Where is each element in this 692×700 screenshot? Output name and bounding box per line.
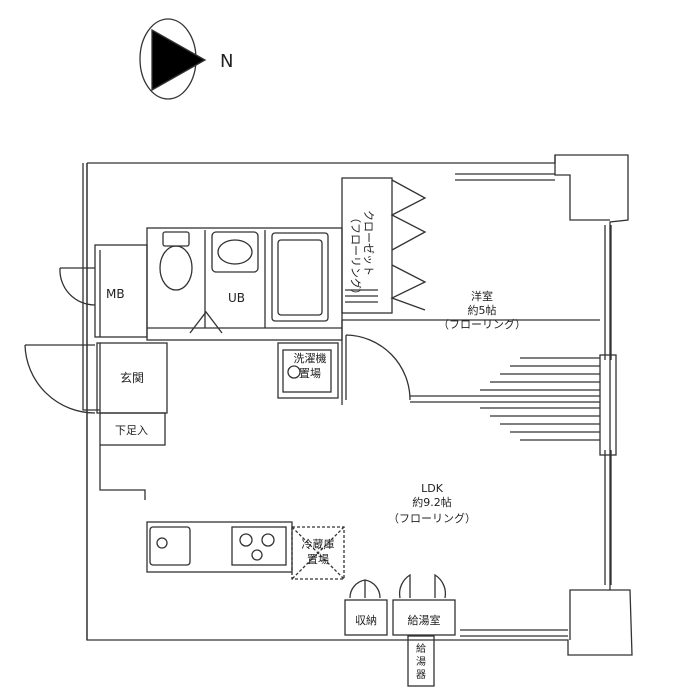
toilet-tank xyxy=(162,231,190,247)
washer-area: 洗濯機 置場 xyxy=(277,342,339,399)
compass-north-letter: N xyxy=(220,51,233,72)
heater-line3: 器 xyxy=(416,669,426,681)
washer-drain-icon xyxy=(287,365,301,379)
western-name: 洋室 xyxy=(471,289,493,303)
fridge-line1: 冷蔵庫 xyxy=(302,537,335,551)
outer-wall xyxy=(82,154,633,656)
closet-floor: （フローリング） xyxy=(349,212,363,300)
western-size: 約5帖 xyxy=(468,303,497,317)
ub-door xyxy=(189,310,223,334)
western-floor: （フローリング） xyxy=(438,317,526,331)
stove-icon xyxy=(231,526,287,566)
ldk-size: 約9.2帖 xyxy=(412,495,452,509)
ub-label: UB xyxy=(228,291,245,305)
western-door xyxy=(345,334,411,401)
heater-line2: 湯 xyxy=(416,655,426,668)
water-heater xyxy=(407,635,435,687)
svg-text:クローゼット: クローゼット xyxy=(362,210,375,276)
partition-walls xyxy=(341,319,600,441)
entrance-door xyxy=(24,344,96,414)
fridge-area: 冷蔵庫 置場 xyxy=(291,526,345,580)
heater-closet: 給湯室 給 湯 器 xyxy=(392,573,456,687)
window-hatching xyxy=(480,357,600,441)
ldk-floor: （フローリング） xyxy=(388,511,476,525)
closet: クローゼット （フローリング） xyxy=(341,177,427,314)
fridge-line2: 置場 xyxy=(307,553,329,566)
compass-arrow-icon xyxy=(151,28,207,92)
heater-closet-label: 給湯室 xyxy=(408,613,441,627)
toilet-icon xyxy=(159,245,193,291)
western-room: 洋室 約5帖 （フローリング） xyxy=(438,289,526,331)
mb-room: MB xyxy=(59,244,148,338)
kitchen-counter xyxy=(146,521,293,573)
sink-icon xyxy=(217,239,253,265)
ldk-room: LDK 約9.2帖 （フローリング） xyxy=(388,482,476,525)
mb-door xyxy=(59,267,96,306)
mb-label: MB xyxy=(106,287,125,301)
entrance-label: 玄関 xyxy=(120,370,144,385)
kitchen-sink-icon xyxy=(149,526,191,566)
shoe-cabinet xyxy=(99,412,166,446)
sink-counter xyxy=(211,231,259,273)
compass: N xyxy=(139,18,233,100)
shoe-label: 下足入 xyxy=(115,424,148,437)
closet-name: クローゼット xyxy=(362,210,375,276)
washer-line2: 置場 xyxy=(299,367,321,380)
svg-text:（フローリング）: （フローリング） xyxy=(349,212,363,300)
heater-line1: 給 xyxy=(416,642,426,655)
bathtub-icon xyxy=(271,232,329,322)
ldk-name: LDK xyxy=(421,482,444,495)
storage-label: 収納 xyxy=(355,614,377,627)
entrance: 玄関 下足入 xyxy=(24,342,168,500)
washer-line1: 洗濯機 xyxy=(294,351,327,365)
storage: 収納 xyxy=(344,579,388,636)
ub-room: UB xyxy=(146,227,343,341)
